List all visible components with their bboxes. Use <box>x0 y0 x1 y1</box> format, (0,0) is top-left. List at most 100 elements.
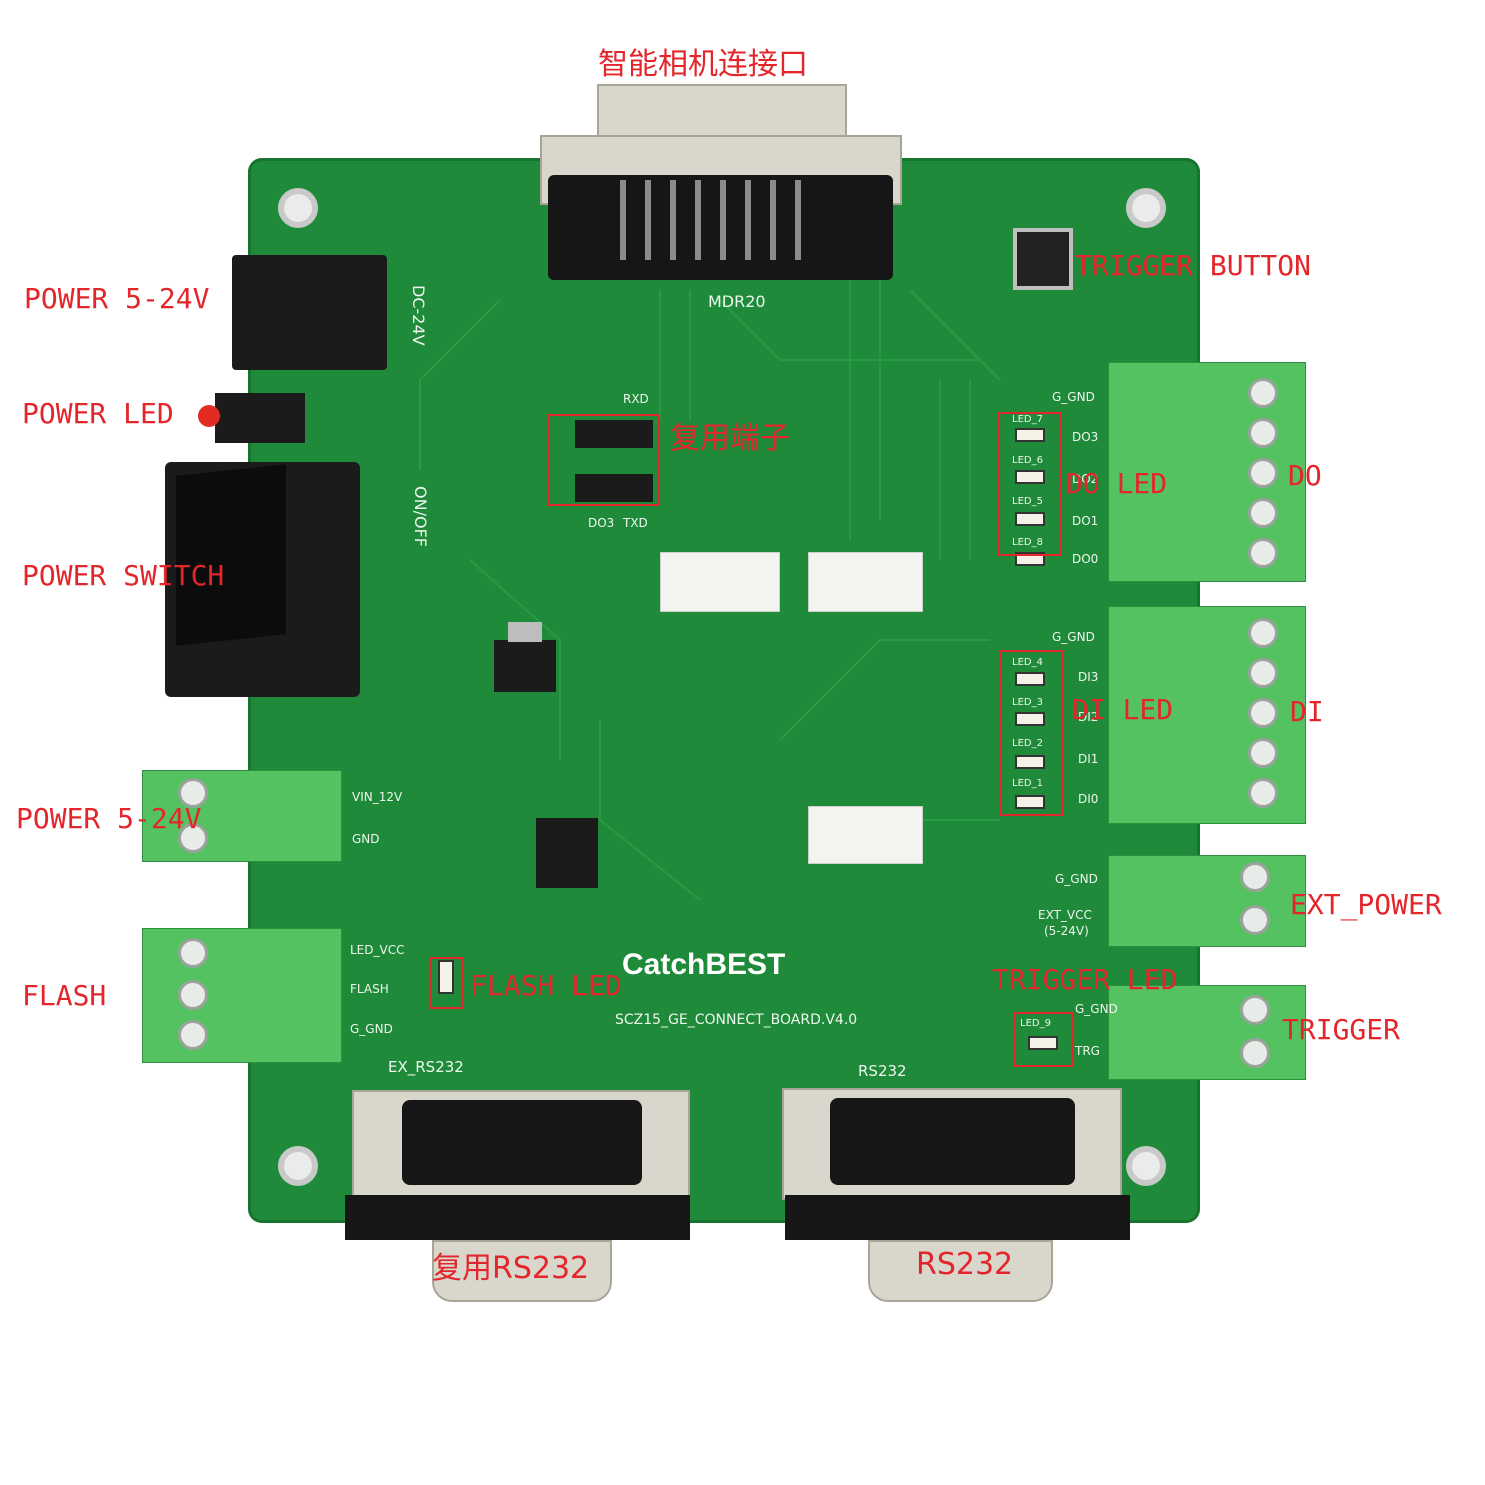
header-j6[interactable] <box>575 420 653 448</box>
optocoupler-chip <box>660 552 780 612</box>
annotation-do-led: DO LED <box>1066 467 1168 500</box>
silk-ext-vcc: EXT_VCC <box>1038 908 1092 922</box>
mounting-hole <box>1126 1146 1166 1186</box>
annotation-trigger: TRIGGER <box>1282 1013 1401 1046</box>
annotation-ext-power: EXT_POWER <box>1290 888 1442 921</box>
terminal-screw[interactable] <box>1240 862 1270 892</box>
terminal-screw[interactable] <box>1248 778 1278 808</box>
terminal-screw[interactable] <box>1248 698 1278 728</box>
annotation-box-do-led <box>998 412 1062 556</box>
silk-onoff: ON/OFF <box>411 486 430 547</box>
regulator-tab <box>508 622 542 642</box>
annotation-trigger-button: TRIGGER BUTTON <box>1075 249 1312 282</box>
trigger-button[interactable] <box>1013 228 1073 290</box>
terminal-screw[interactable] <box>178 778 208 808</box>
silk-gnd: GND <box>352 832 380 846</box>
terminal-screw[interactable] <box>1248 418 1278 448</box>
trigger-led <box>1028 1036 1058 1050</box>
silk-led4: LED_4 <box>1012 657 1043 668</box>
annotation-power-switch: POWER SWITCH <box>22 559 225 592</box>
annotation-di-led: DI LED <box>1072 693 1174 726</box>
annotation-power-terminal: POWER 5-24V <box>16 802 202 835</box>
voltage-regulator <box>494 640 556 692</box>
ex-rs232-base <box>345 1195 690 1240</box>
optocoupler-chip <box>808 806 923 864</box>
annotation-box-header <box>548 414 660 506</box>
annotation-box-flash-led <box>430 957 463 1009</box>
terminal-screw[interactable] <box>1248 618 1278 648</box>
mounting-hole <box>278 188 318 228</box>
terminal-screw[interactable] <box>178 980 208 1010</box>
silk-led3: LED_3 <box>1012 697 1043 708</box>
annotation-power-input: POWER 5-24V <box>24 282 210 315</box>
terminal-screw[interactable] <box>178 823 208 853</box>
mdr20-pins <box>620 180 801 260</box>
silk-g-gnd: G_GND <box>1052 390 1095 404</box>
silk-led6: LED_6 <box>1012 455 1043 466</box>
ex-rs232-housing <box>402 1100 642 1185</box>
silk-do3-header: DO3 <box>588 516 615 530</box>
mcu-chip <box>536 818 598 888</box>
terminal-screw[interactable] <box>1240 995 1270 1025</box>
rs232-plug[interactable] <box>868 1240 1053 1302</box>
pcb-board <box>248 158 1200 1223</box>
annotation-flash-led: FLASH LED <box>470 969 622 1002</box>
annotation-di: DI <box>1290 695 1324 728</box>
terminal-screw[interactable] <box>1240 905 1270 935</box>
silk-g-gnd: G_GND <box>1055 872 1098 886</box>
silk-do1: DO1 <box>1072 514 1099 528</box>
silk-ext-vcc-range: (5-24V) <box>1044 924 1089 938</box>
terminal-screw[interactable] <box>1248 658 1278 688</box>
terminal-screw[interactable] <box>1240 1038 1270 1068</box>
terminal-screw[interactable] <box>1248 498 1278 528</box>
silk-g-gnd: G_GND <box>350 1022 393 1036</box>
silk-dc24v: DC-24V <box>409 285 428 346</box>
terminal-screw[interactable] <box>1248 538 1278 568</box>
ex-rs232-plug[interactable] <box>432 1240 612 1302</box>
annotation-power-led: POWER LED <box>22 397 174 430</box>
header-j5[interactable] <box>575 474 653 502</box>
di-led-4 <box>1015 672 1045 686</box>
power-terminal-block[interactable] <box>142 770 342 862</box>
power-led <box>198 405 220 427</box>
mounting-hole <box>1126 188 1166 228</box>
terminal-screw[interactable] <box>178 938 208 968</box>
terminal-screw[interactable] <box>1248 378 1278 408</box>
silk-g-gnd: G_GND <box>1052 630 1095 644</box>
annotation-multiplex-rs232: 复用RS232 <box>432 1251 590 1286</box>
annotation-do: DO <box>1288 459 1322 492</box>
silk-led8: LED_8 <box>1012 537 1043 548</box>
silk-flash: FLASH <box>350 982 389 996</box>
trigger-terminal-block[interactable] <box>1108 985 1306 1080</box>
silk-led1: LED_1 <box>1012 778 1043 789</box>
rocker-paddle[interactable] <box>176 464 286 646</box>
annotation-multiplex-header: 复用端子 <box>670 421 790 456</box>
rs232-base <box>785 1195 1130 1240</box>
flash-terminal-block[interactable] <box>142 928 342 1063</box>
silk-rxd: RXD <box>623 392 649 406</box>
silk-led2: LED_2 <box>1012 738 1043 749</box>
annotation-box-trigger-led <box>1014 1012 1074 1067</box>
terminal-screw[interactable] <box>178 1020 208 1050</box>
ext-power-terminal-block[interactable] <box>1108 855 1306 947</box>
flash-led <box>438 960 454 994</box>
silk-mdr20: MDR20 <box>708 292 766 311</box>
annotation-box-di-led <box>1000 650 1064 816</box>
do-led-5 <box>1015 512 1045 526</box>
terminal-screw[interactable] <box>1248 738 1278 768</box>
dc-power-jack[interactable] <box>232 255 387 370</box>
silk-ex-rs232: EX_RS232 <box>388 1058 464 1076</box>
di-led-2 <box>1015 755 1045 769</box>
silk-led-vcc: LED_VCC <box>350 943 405 957</box>
silk-do2: DO2 <box>1072 472 1099 486</box>
silk-g-gnd: G_GND <box>1075 1002 1118 1016</box>
di-led-1 <box>1015 795 1045 809</box>
optocoupler-chip <box>808 552 923 612</box>
silk-led7: LED_7 <box>1012 414 1043 425</box>
di-led-3 <box>1015 712 1045 726</box>
silk-trg: TRG <box>1075 1044 1100 1058</box>
annotation-rs232: RS232 <box>916 1247 1014 1282</box>
annotation-trigger-led: TRIGGER LED <box>992 963 1178 996</box>
terminal-screw[interactable] <box>1248 458 1278 488</box>
